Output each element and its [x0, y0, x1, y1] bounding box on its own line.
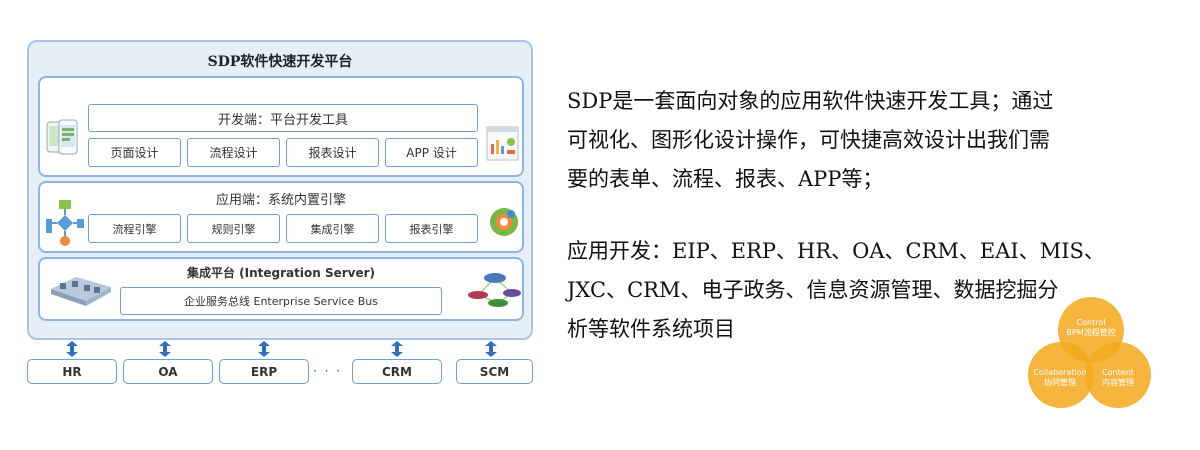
venn-diagram: Control BPM流程管控 Collaboration 协同管理 Conte… [1026, 292, 1152, 412]
rule-engine-box: 规则引擎 [187, 214, 280, 243]
integration-layer-title: 集成平台 (Integration Server) [186, 266, 376, 280]
system-oa: OA [123, 359, 213, 384]
venn-circle-content [1085, 342, 1151, 408]
page-design-box: 页面设计 [88, 138, 181, 167]
integration-engine-box: 集成引擎 [286, 214, 379, 243]
enterprise-service-bus-box: 企业服务总线 Enterprise Service Bus [120, 287, 442, 315]
venn-label-line: BPM流程管控 [1066, 328, 1116, 337]
system-crm: CRM [352, 359, 442, 384]
venn-circles [1028, 297, 1151, 408]
app-layer: 应用端：系统内置引擎 流程引擎 规则引擎 集成引擎 报表引擎 [38, 181, 524, 253]
system-hr: HR [27, 359, 117, 384]
platform-title: SDP软件快速开发平台 [207, 54, 353, 70]
integration-layer: 集成平台 (Integration Server) 企业服务总线 Enterpr… [38, 257, 524, 321]
up-down-arrow-icon [258, 341, 270, 357]
server-network-icon [51, 277, 111, 306]
platform-diagram: SDP软件快速开发平台 开发端：平台开发工具 页面设计 流程设计 报表设计 AP… [27, 40, 533, 340]
venn-label-content: Content 内容管理 [1096, 368, 1140, 388]
app-design-box: APP 设计 [385, 138, 478, 167]
description-line: 可视化、图形化设计操作，可快捷高效设计出我们需 [567, 128, 1050, 152]
up-down-arrow-icon [159, 341, 171, 357]
flow-design-box: 流程设计 [187, 138, 280, 167]
system-erp: ERP [219, 359, 309, 384]
system-scm: SCM [456, 359, 533, 384]
venn-label-line: Content [1102, 368, 1134, 377]
ellipsis: · · · [313, 364, 343, 378]
up-down-arrow-icon [391, 341, 403, 357]
description-paragraph-1: SDP是一套面向对象的应用软件快速开发工具；通过 可视化、图形化设计操作，可快捷… [567, 82, 1053, 199]
venn-label-line: Collaboration [1033, 368, 1087, 377]
app-layer-title: 应用端：系统内置引擎 [215, 193, 346, 208]
dev-layer: 开发端：平台开发工具 页面设计 流程设计 报表设计 APP 设计 [38, 76, 524, 177]
flow-engine-box: 流程引擎 [88, 214, 181, 243]
network-map-icon [468, 273, 521, 307]
up-down-arrow-icon [485, 341, 497, 357]
report-dashboard-icon [486, 126, 519, 161]
description-line: 应用开发：EIP、ERP、HR、OA、CRM、EAI、MIS、 [567, 239, 1105, 263]
description-paragraph-2: 应用开发：EIP、ERP、HR、OA、CRM、EAI、MIS、 JXC、CRM、… [567, 232, 1105, 349]
venn-circle-collaboration [1028, 342, 1094, 408]
report-engine-box: 报表引擎 [385, 214, 478, 243]
venn-label-line: Control [1076, 318, 1106, 327]
description-line: JXC、CRM、电子政务、信息资源管理、数据挖掘分 [567, 278, 1059, 302]
venn-label-collaboration: Collaboration 协同管理 [1031, 368, 1089, 388]
venn-label-line: 协同管理 [1044, 378, 1076, 387]
report-design-box: 报表设计 [286, 138, 379, 167]
description-line: 析等软件系统项目 [567, 317, 735, 341]
up-down-arrow-icon [66, 341, 78, 357]
venn-label-control: Control BPM流程管控 [1066, 318, 1116, 338]
venn-label-line: 内容管理 [1102, 378, 1134, 387]
flowchart-icon [46, 200, 84, 246]
gear-icon [490, 208, 518, 236]
dev-layer-title: 开发端：平台开发工具 [88, 104, 478, 132]
description-line: 要的表单、流程、报表、APP等； [567, 167, 884, 191]
description-line: SDP是一套面向对象的应用软件快速开发工具；通过 [567, 89, 1054, 113]
mobile-devices-icon [46, 119, 78, 155]
